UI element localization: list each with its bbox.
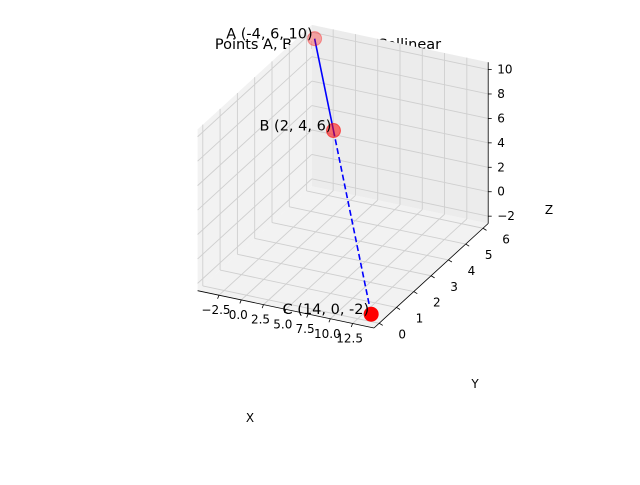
y-tick — [448, 259, 453, 263]
grid-line-y — [254, 238, 432, 277]
point-b-label: B (2, 4, 6) — [259, 119, 331, 135]
z-tick-label: 6 — [497, 111, 505, 125]
grid-line-z — [197, 80, 313, 186]
z-tick-label: 10 — [497, 63, 512, 77]
series-layer: A (-4, 6, 10) B (2, 4, 6) C (14, 0, -2) — [226, 27, 379, 322]
x-tick-label: 2.5 — [251, 313, 270, 327]
z-tick-label: 2 — [497, 160, 505, 174]
y-tick — [413, 291, 418, 295]
segment-a-b — [313, 38, 335, 131]
grid-line-z — [197, 105, 313, 211]
x-tick-label: 0.0 — [229, 308, 248, 322]
grid-line-z — [197, 129, 313, 235]
y-tick — [482, 227, 487, 231]
y-tick-label: 3 — [450, 280, 458, 294]
grid-lines — [197, 29, 489, 324]
grid-line-z — [311, 56, 489, 95]
x-tick-label: 10.0 — [314, 327, 341, 341]
x-tick — [284, 309, 287, 313]
grid-line-z — [311, 31, 489, 70]
x-tick — [350, 323, 353, 328]
y-tick-label: 2 — [433, 296, 441, 310]
x-tick-label: −2.5 — [201, 303, 230, 317]
point-a — [307, 31, 323, 47]
x-tick-label: 7.5 — [296, 322, 315, 336]
grid-line-y — [271, 222, 449, 261]
y-tick — [396, 307, 401, 310]
x-tick — [217, 295, 220, 299]
y-tick-label: 1 — [416, 311, 424, 325]
x-tick — [239, 299, 242, 304]
y-axis-label: Y — [470, 377, 479, 391]
x-tick — [261, 304, 264, 309]
point-c-label: C (14, 0, -2) — [283, 302, 370, 318]
grid-line-y — [306, 190, 484, 229]
grid-line-z — [311, 129, 489, 168]
segment-b-c — [332, 130, 372, 315]
z-tick-label: 4 — [497, 136, 505, 150]
y-tick — [465, 243, 470, 247]
grid-line-z — [311, 178, 489, 217]
point-b — [325, 123, 341, 139]
grid-line-z — [197, 56, 313, 162]
grid-line-z — [197, 178, 313, 284]
grid-line-z — [197, 31, 313, 138]
y-tick-label: 5 — [485, 248, 493, 262]
grid-line-y — [202, 285, 380, 324]
grid-line-z — [311, 105, 489, 144]
y-tick-label: 4 — [468, 264, 476, 278]
point-c — [363, 306, 379, 322]
z-tick-label: −2 — [497, 209, 515, 223]
y-tick — [378, 322, 383, 326]
point-a-label: A (-4, 6, 10) — [226, 27, 312, 43]
grid-line-y — [289, 206, 466, 245]
y-tick-label: 0 — [398, 327, 406, 341]
z-tick-label: 8 — [497, 87, 505, 101]
x-tick — [306, 313, 309, 318]
x-tick — [328, 318, 331, 323]
x-axis-label: X — [246, 411, 254, 425]
z-tick-label: 0 — [497, 185, 505, 199]
grid-line-z — [197, 154, 313, 260]
x-tick-label: 12.5 — [336, 331, 363, 345]
y-tick-label: 6 — [502, 232, 510, 246]
grid-line-z — [311, 80, 489, 119]
z-axis-label: Z — [545, 203, 553, 217]
x-tick-label: 5.0 — [273, 317, 292, 331]
grid-line-z — [311, 153, 489, 193]
y-tick — [430, 275, 435, 279]
grid-line-y — [237, 253, 414, 293]
grid-line-y — [220, 269, 397, 308]
